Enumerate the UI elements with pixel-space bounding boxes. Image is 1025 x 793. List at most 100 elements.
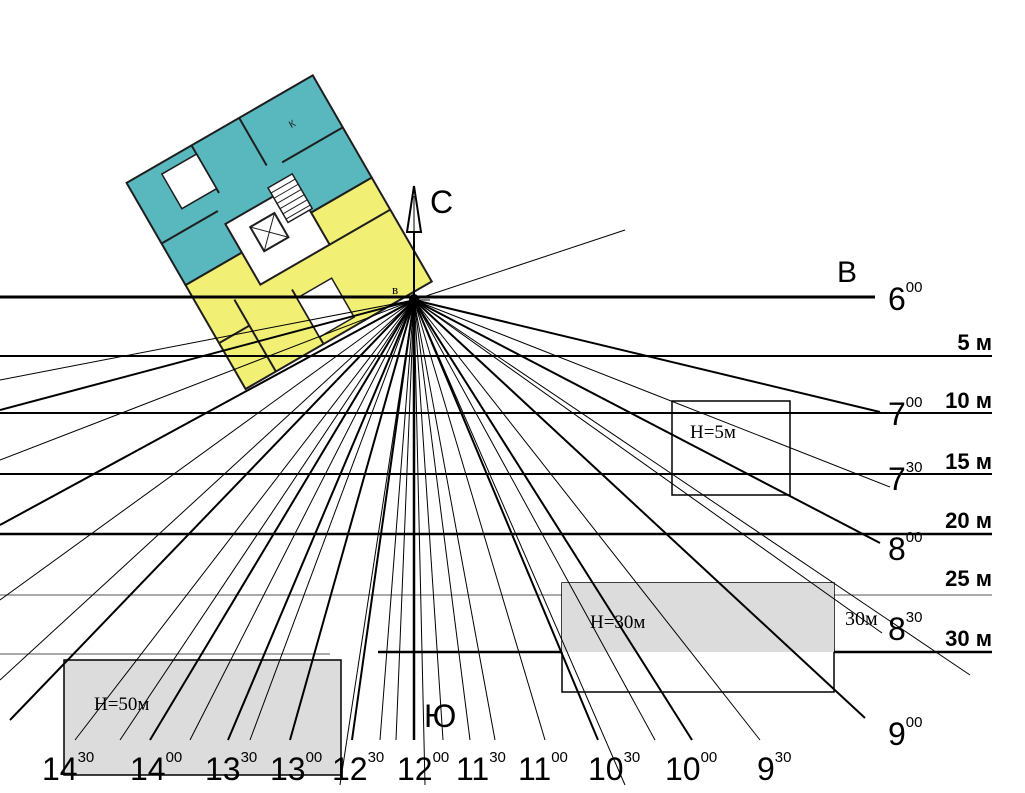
time-minutes: 30 bbox=[906, 609, 923, 626]
time-minutes: 30 bbox=[906, 459, 923, 476]
building-h50-label: Н=50м bbox=[94, 694, 149, 715]
time-minutes: 00 bbox=[906, 529, 923, 546]
time-hour: 12 bbox=[332, 751, 368, 787]
time-label: 1330 bbox=[205, 749, 257, 787]
time-hour: 9 bbox=[757, 751, 775, 787]
time-hour: 10 bbox=[665, 751, 701, 787]
sun-ray bbox=[413, 299, 881, 413]
time-label: 700 bbox=[888, 394, 922, 432]
sun-ray bbox=[351, 299, 415, 741]
distance-labels: 5 м 10 м 15 м 20 м 25 м 30 м bbox=[945, 330, 992, 651]
sun-ray bbox=[0, 299, 415, 526]
time-hour: 13 bbox=[205, 751, 241, 787]
time-hour: 8 bbox=[888, 611, 906, 647]
sun-ray bbox=[74, 299, 415, 741]
time-label: 1300 bbox=[270, 749, 322, 787]
sun-ray bbox=[413, 299, 426, 786]
side-30m-label: 30м bbox=[845, 608, 878, 630]
east-label: В bbox=[837, 256, 857, 289]
sun-ray bbox=[413, 299, 971, 676]
room-label: К bbox=[287, 118, 298, 131]
sun-ray bbox=[413, 299, 546, 741]
time-label: 900 bbox=[888, 714, 922, 752]
time-label: 1100 bbox=[518, 749, 568, 787]
time-label: 600 bbox=[888, 279, 922, 317]
sun-ray bbox=[413, 299, 883, 634]
sun-ray bbox=[413, 299, 599, 741]
sun-ray bbox=[249, 299, 415, 741]
building-h30-shade bbox=[562, 583, 834, 652]
north-label: С bbox=[430, 184, 453, 220]
compass: С Ю В в bbox=[392, 184, 857, 740]
time-minutes: 00 bbox=[166, 749, 183, 766]
time-hour: 11 bbox=[456, 751, 489, 787]
buildings: Н=5м Н=30м Н=50м bbox=[63, 400, 835, 776]
distance-label: 10 м bbox=[945, 388, 992, 413]
sun-ray bbox=[379, 299, 415, 741]
time-hour: 7 bbox=[888, 461, 906, 497]
time-minutes: 00 bbox=[906, 394, 923, 411]
origin-label: в bbox=[392, 282, 398, 297]
time-minutes: 30 bbox=[775, 749, 792, 766]
time-hour: 11 bbox=[518, 751, 551, 787]
time-hour: 14 bbox=[42, 751, 78, 787]
sun-ray bbox=[0, 299, 415, 411]
time-minutes: 30 bbox=[368, 749, 385, 766]
time-hour: 6 bbox=[888, 281, 906, 317]
time-label: 1230 bbox=[332, 749, 384, 787]
time-minutes: 30 bbox=[78, 749, 95, 766]
sun-ray bbox=[413, 299, 881, 544]
distance-label: 5 м bbox=[957, 330, 992, 355]
origin-point bbox=[409, 294, 419, 304]
time-label: 930 bbox=[757, 749, 791, 787]
time-minutes: 30 bbox=[241, 749, 258, 766]
time-minutes: 00 bbox=[906, 279, 923, 296]
time-label: 1000 bbox=[665, 749, 717, 787]
time-hour: 10 bbox=[588, 751, 624, 787]
time-minutes: 30 bbox=[624, 749, 641, 766]
distance-label: 30 м bbox=[945, 626, 992, 651]
time-minutes: 00 bbox=[433, 749, 450, 766]
building-h5 bbox=[671, 400, 791, 496]
sun-ray bbox=[413, 299, 761, 741]
time-label: 1200 bbox=[397, 749, 449, 787]
time-label: 1430 bbox=[42, 749, 94, 787]
time-hour: 9 bbox=[888, 716, 906, 752]
time-hour: 8 bbox=[888, 531, 906, 567]
distance-label: 15 м bbox=[945, 449, 992, 474]
sun-ray bbox=[0, 299, 415, 601]
sun-rays bbox=[0, 229, 971, 786]
sun-ray bbox=[119, 299, 415, 741]
time-hour: 12 bbox=[397, 751, 433, 787]
time-hour: 7 bbox=[888, 396, 906, 432]
sun-ray bbox=[227, 299, 415, 741]
sun-ray bbox=[9, 299, 415, 721]
time-minutes: 00 bbox=[701, 749, 718, 766]
time-label: 800 bbox=[888, 529, 922, 567]
sun-ray bbox=[413, 299, 471, 741]
time-minutes: 00 bbox=[906, 714, 923, 731]
sun-ray bbox=[0, 299, 415, 681]
sun-ray bbox=[149, 299, 415, 741]
time-hour: 14 bbox=[130, 751, 166, 787]
distance-label: 20 м bbox=[945, 508, 992, 533]
sun-ray bbox=[413, 299, 626, 786]
sun-ray bbox=[413, 299, 496, 741]
time-hour: 13 bbox=[270, 751, 306, 787]
time-label: 730 bbox=[888, 459, 922, 497]
sun-ray bbox=[413, 299, 656, 741]
sun-ray bbox=[189, 299, 415, 741]
sun-ray bbox=[289, 299, 415, 741]
sun-ray bbox=[413, 299, 693, 741]
floor-plan: К bbox=[125, 74, 434, 391]
sun-ray bbox=[413, 299, 866, 719]
time-minutes: 00 bbox=[551, 749, 568, 766]
sun-ray bbox=[339, 299, 415, 786]
sun-ray bbox=[413, 299, 891, 488]
south-label: Ю bbox=[424, 698, 456, 734]
sun-ray bbox=[0, 299, 415, 461]
sun-ray bbox=[413, 229, 626, 301]
